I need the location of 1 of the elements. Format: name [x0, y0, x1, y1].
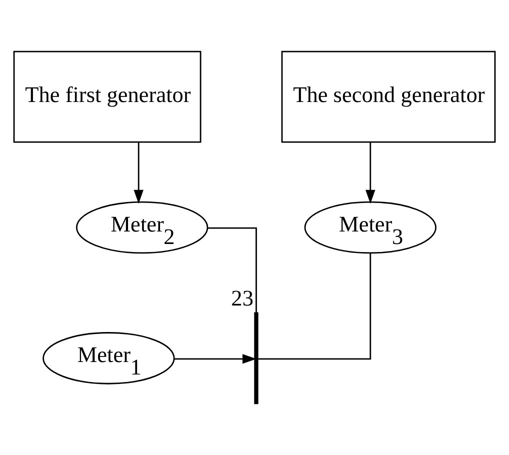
- node-label: 23: [231, 286, 254, 311]
